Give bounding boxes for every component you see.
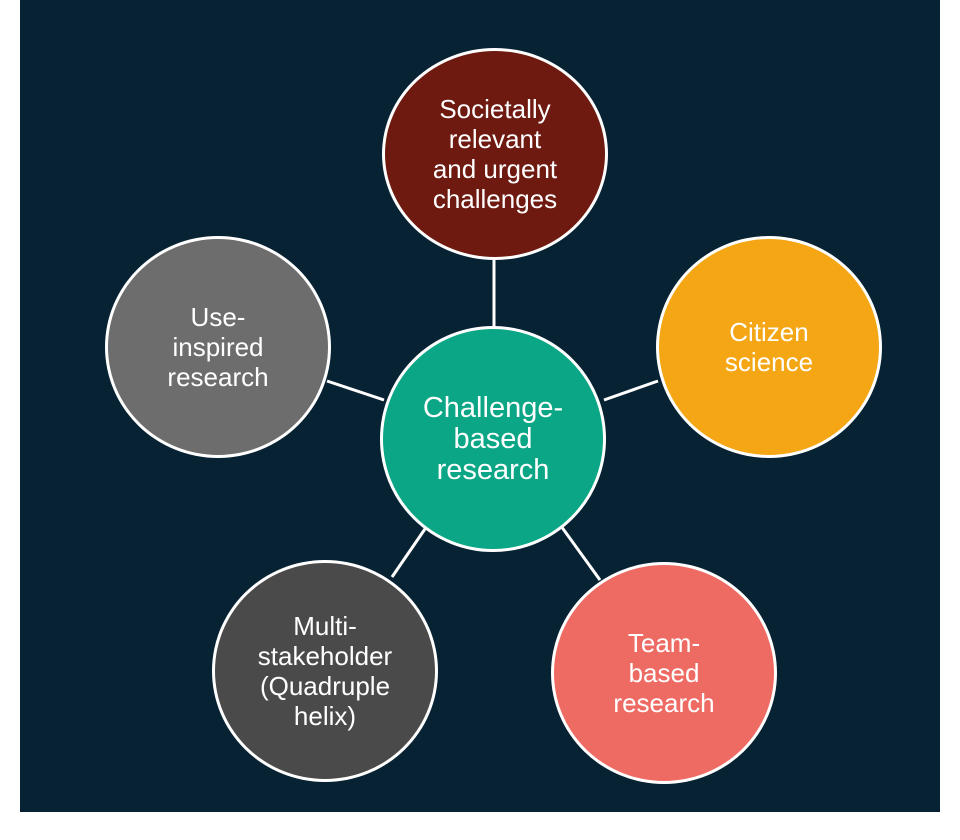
node-label-use-inspired: Use- inspired research: [167, 302, 269, 392]
link-multistakeholder: [390, 525, 429, 578]
node-societally-relevant-challenges: Societally relevant and urgent challenge…: [382, 48, 608, 260]
node-multi-stakeholder: Multi- stakeholder (Quadruple helix): [212, 560, 438, 782]
link-citizen: [603, 379, 659, 402]
node-label-societal: Societally relevant and urgent challenge…: [432, 94, 558, 214]
link-use-inspired: [326, 379, 385, 402]
node-label-citizen: Citizen science: [724, 317, 814, 377]
node-team-based-research: Team- based research: [551, 562, 777, 784]
link-team: [559, 525, 602, 581]
node-label-multistakeholder: Multi- stakeholder (Quadruple helix): [257, 611, 393, 731]
node-label-team: Team- based research: [613, 628, 715, 718]
node-challenge-based-research: Challenge- based research: [380, 326, 606, 552]
node-label-center: Challenge- based research: [422, 391, 564, 486]
node-citizen-science: Citizen science: [656, 236, 882, 458]
node-use-inspired-research: Use- inspired research: [105, 236, 331, 458]
